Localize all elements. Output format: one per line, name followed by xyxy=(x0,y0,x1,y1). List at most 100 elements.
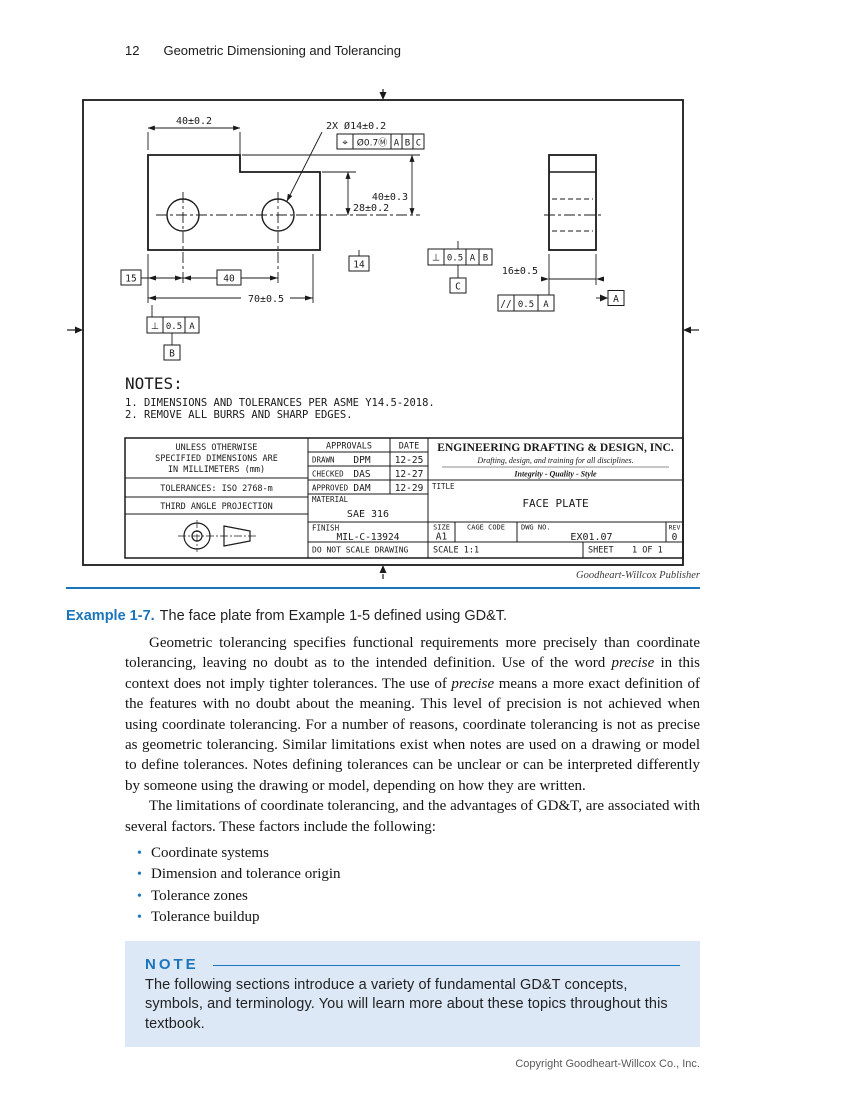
caption-text: The face plate from Example 1-5 defined … xyxy=(159,607,508,624)
basic-dim-40-box xyxy=(216,269,242,286)
engineering-drawing: 40±0.2 2X Ø14±0.2 ⌖ Ø0.7Ⓜ A B C 40±0.3 2… xyxy=(67,89,699,579)
tb-tolerances: TOLERANCES: ISO 2768-m xyxy=(160,484,273,494)
page-header: 12 Geometric Dimensioning and Tolerancin… xyxy=(125,43,401,58)
p1-italic-1: precise xyxy=(611,655,655,672)
chapter-title: Geometric Dimensioning and Tolerancing xyxy=(163,43,401,58)
tb-checked-date: 12-27 xyxy=(395,469,424,480)
datum-a-label: A xyxy=(613,294,619,305)
tb-sheet: 1 OF 1 xyxy=(632,546,663,556)
titleblock-text: UNLESS OTHERWISE SPECIFIED DIMENSIONS AR… xyxy=(155,442,680,556)
fcf-perp-c-datum2: B xyxy=(483,254,488,264)
tb-approved-by: DAM xyxy=(353,483,370,494)
note-label: NOTE xyxy=(145,956,199,974)
tb-approvals: APPROVALS xyxy=(326,442,372,452)
caption-divider xyxy=(66,587,700,589)
tb-material: SAE 316 xyxy=(347,509,389,520)
list-item-label: Tolerance buildup xyxy=(151,908,260,925)
tb-dwg-label: DWG NO. xyxy=(521,524,551,532)
dim-height-inner: 28±0.2 xyxy=(353,203,389,214)
caption-label: Example 1-7. xyxy=(66,607,155,624)
list-item: Coordinate systems xyxy=(137,843,700,865)
datum-b-label: B xyxy=(169,349,175,360)
fcf-position-datum3: C xyxy=(416,139,421,149)
drawing-annotations: 40±0.2 2X Ø14±0.2 ⌖ Ø0.7Ⓜ A B C 40±0.3 2… xyxy=(125,116,619,421)
tb-finish-label: FINISH xyxy=(312,524,340,533)
tb-company: ENGINEERING DRAFTING & DESIGN, INC. xyxy=(437,442,674,454)
fcf-position-datum1: A xyxy=(394,139,400,149)
dim-height-right: 40±0.3 xyxy=(372,192,408,203)
tb-scale: SCALE 1:1 xyxy=(433,546,479,556)
tb-material-label: MATERIAL xyxy=(312,495,349,504)
factor-list: Coordinate systems Dimension and toleran… xyxy=(137,843,700,928)
list-item-label: Coordinate systems xyxy=(151,845,269,862)
tb-approved: APPROVED xyxy=(312,484,349,493)
tb-projection: THIRD ANGLE PROJECTION xyxy=(160,502,273,512)
list-item-label: Dimension and tolerance origin xyxy=(151,866,341,883)
tb-title-label: TITLE xyxy=(432,482,455,491)
dim-width-overall: 70±0.5 xyxy=(248,294,284,305)
fcf-perp-c-symbol: ⊥ xyxy=(432,253,440,264)
note-box: NOTE The following sections introduce a … xyxy=(125,941,700,1048)
hole-callout: 2X Ø14±0.2 xyxy=(326,120,386,132)
notes-heading: NOTES: xyxy=(125,374,183,393)
tb-approved-date: 12-29 xyxy=(395,483,424,494)
fcf-position-symbol: ⌖ xyxy=(342,138,348,149)
fcf-parallel-frame xyxy=(497,294,555,312)
list-item-label: Tolerance zones xyxy=(151,887,248,904)
third-angle-projection-symbol xyxy=(178,520,256,552)
fcf-parallel-symbol: // xyxy=(500,299,511,310)
tb-finish: MIL-C-13924 xyxy=(337,532,400,543)
list-item: Tolerance buildup xyxy=(137,907,700,929)
fcf-parallel-datum1: A xyxy=(543,300,549,310)
titleblock-lines xyxy=(124,437,684,559)
copyright-footer: Copyright Goodheart-Willcox Co., Inc. xyxy=(515,1058,700,1070)
tb-drawn: DRAWN xyxy=(312,456,335,465)
fcf-perp-c-datum1: A xyxy=(470,254,476,264)
tb-size: A1 xyxy=(436,532,448,543)
tb-sheet-label: SHEET xyxy=(588,546,614,556)
hole-leader xyxy=(286,131,323,202)
dimension-arrowheads xyxy=(148,275,608,302)
part-top-view xyxy=(147,154,321,251)
tb-checked: CHECKED xyxy=(312,470,344,479)
tb-drawn-date: 12-25 xyxy=(395,455,424,466)
fcf-perp-c-tolerance: 0.5 xyxy=(447,254,463,264)
fcf-frames xyxy=(120,133,625,361)
part-side-view xyxy=(548,154,597,251)
list-item: Dimension and tolerance origin xyxy=(137,864,700,886)
tb-do-not-scale: DO NOT SCALE DRAWING xyxy=(312,546,409,555)
p1-text-a: Geometric tolerancing specifies function… xyxy=(125,635,700,672)
paragraph-1: Geometric tolerancing specifies function… xyxy=(125,633,700,796)
tb-dwg-no: EX01.07 xyxy=(570,532,612,543)
datum-c-label: C xyxy=(455,282,461,293)
figure-caption: Example 1-7.The face plate from Example … xyxy=(66,608,700,624)
datum-b-box xyxy=(163,344,181,361)
dim-width-top: 40±0.2 xyxy=(176,116,212,127)
note-header: NOTE xyxy=(145,955,680,975)
note-rule xyxy=(212,964,680,967)
tb-size-label: SIZE xyxy=(433,524,450,532)
tb-unless-2: SPECIFIED DIMENSIONS ARE xyxy=(155,454,278,464)
fcf-position-tolerance: Ø0.7Ⓜ xyxy=(357,138,387,149)
tb-unless-3: IN MILLIMETERS (mm) xyxy=(168,465,265,475)
tb-unless-1: UNLESS OTHERWISE xyxy=(176,443,258,453)
dimension-lines xyxy=(141,125,600,345)
tb-motto: Integrity - Quality - Style xyxy=(513,470,597,479)
dim-thickness: 16±0.5 xyxy=(502,266,538,277)
basic-dim-15: 15 xyxy=(125,274,136,285)
page-number: 12 xyxy=(125,43,140,58)
paragraph-2: The limitations of coordinate tolerancin… xyxy=(125,798,700,835)
p1-text-c: means a more exact definition of the fea… xyxy=(125,675,700,794)
body-text: Geometric tolerancing specifies function… xyxy=(125,633,700,1048)
note-1: 1. DIMENSIONS AND TOLERANCES PER ASME Y1… xyxy=(125,397,435,409)
tb-title: FACE PLATE xyxy=(522,497,588,510)
fcf-perp-b-frame xyxy=(146,316,200,334)
fcf-perp-b-datum1: A xyxy=(189,322,195,332)
basic-dim-14: 14 xyxy=(353,260,365,271)
tb-rev: 0 xyxy=(672,532,678,543)
basic-dim-15-box xyxy=(120,269,142,286)
tb-rev-label: REV xyxy=(669,524,681,532)
note-text: The following sections introduce a varie… xyxy=(145,976,668,1032)
sheet-center-mark-arrows xyxy=(67,89,699,579)
